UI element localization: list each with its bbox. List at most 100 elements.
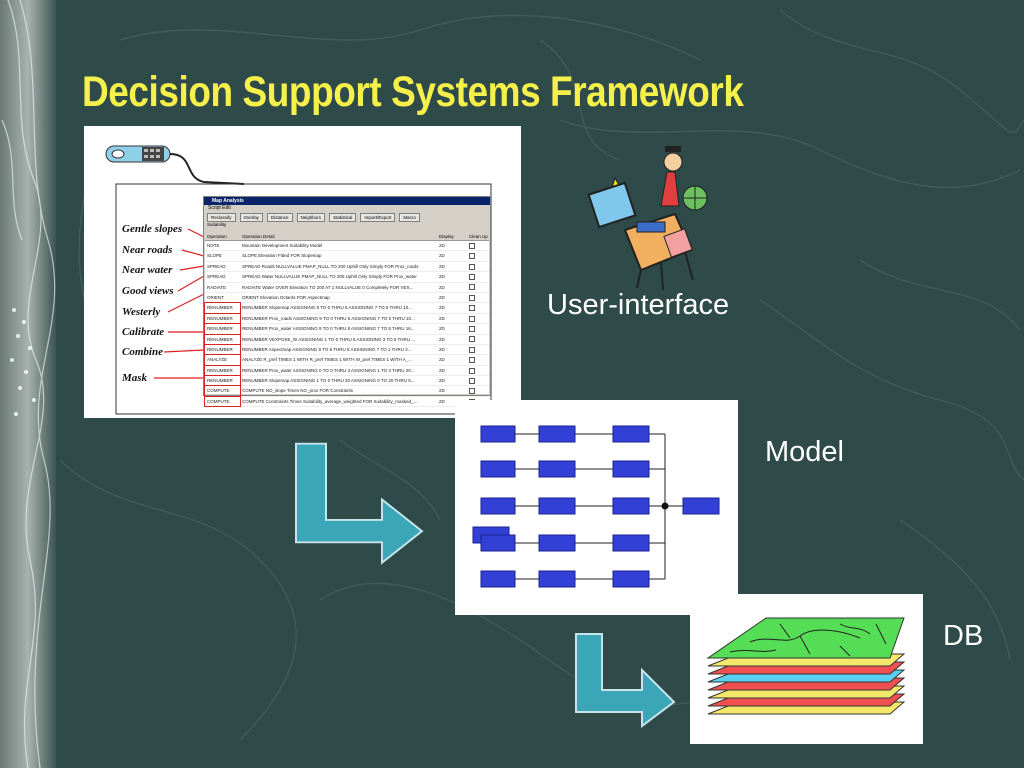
cleanup-checkbox[interactable]: [469, 315, 475, 322]
row-detail: RADIATE Water OVER Elevation TO 200 AT 1…: [242, 284, 414, 290]
label-near-roads: Near roads: [122, 244, 173, 256]
row-operation: RENUMBER: [204, 302, 241, 314]
row-display: 2D: [439, 253, 445, 259]
label-mask: Mask: [122, 372, 148, 384]
tool-reclassify[interactable]: Reclassify: [207, 212, 236, 222]
tool-import-export[interactable]: Import/Export: [360, 212, 396, 222]
window-toolbar: Reclassify Overlay Distance Neighbors St…: [204, 212, 490, 222]
label-user-interface: User-interface: [547, 289, 730, 321]
label-good-views: Good views: [122, 285, 174, 297]
row-display: 2D: [439, 315, 445, 321]
user-interface-screenshot: Gentle slopes Near roads Near water Good…: [84, 126, 521, 418]
tool-distance[interactable]: Distance: [267, 212, 293, 222]
row-display: 2D: [439, 263, 445, 269]
grid-header: Operation Operation Detail Display Clean…: [205, 233, 489, 241]
row-operation: RENUMBER: [204, 343, 241, 356]
row-cleanup: [467, 366, 489, 375]
col-detail: Operation Detail: [242, 234, 275, 239]
cleanup-checkbox[interactable]: [469, 346, 475, 353]
tool-macro[interactable]: Macro: [399, 212, 420, 222]
row-detail: RENUMBER Prox_water ASSIGNING 9 TO 0 THR…: [242, 326, 415, 332]
row-cleanup: [467, 376, 489, 385]
table-row[interactable]: NOTE Mountain Development Suitability Mod…: [205, 241, 489, 252]
row-display: 2D: [439, 336, 445, 342]
col-operation: Operation: [207, 234, 227, 239]
cleanup-checkbox[interactable]: [469, 377, 475, 384]
ui-panel-drawing: [105, 145, 492, 415]
cleanup-checkbox[interactable]: [469, 325, 475, 332]
row-cleanup: [467, 335, 489, 344]
row-operation: SPREAD: [207, 274, 226, 280]
cleanup-checkbox[interactable]: [469, 305, 475, 312]
tool-overlay[interactable]: Overlay: [239, 212, 264, 222]
row-cleanup: [467, 283, 489, 292]
cleanup-checkbox[interactable]: [469, 294, 475, 301]
tool-statistical[interactable]: Statistical: [329, 212, 357, 222]
row-cleanup: [467, 272, 489, 281]
row-cleanup: [467, 386, 489, 395]
window-menu[interactable]: Script Edit: [208, 205, 231, 211]
row-detail: RENUMBER Prox_water ASSIGNING 0 TO 0 THR…: [242, 367, 415, 373]
cleanup-checkbox[interactable]: [469, 253, 475, 260]
row-operation: SPREAD: [207, 263, 226, 269]
row-detail: Mountain Development Suitability Model: [242, 243, 323, 248]
row-display: 2D: [439, 294, 445, 300]
row-detail: SPREAD Water NULLVALUE PMAP_NULL TO 200 …: [242, 274, 417, 280]
row-operation: COMPUTE: [204, 385, 241, 397]
keypad-device-icon: [105, 145, 245, 185]
label-westerly: Westerly: [122, 306, 161, 318]
map-analysis-window: Map Analysis Script Edit Reclassify Over…: [203, 196, 491, 408]
row-cleanup: [467, 303, 489, 312]
label-calibrate: Calibrate: [122, 326, 165, 338]
flow-arrow-2: [575, 633, 676, 728]
row-detail: ANALYZE R_pref TIMES 1 WITH R_pref TIMES…: [242, 357, 412, 363]
row-display: 2D: [439, 346, 445, 352]
row-cleanup: [467, 262, 489, 271]
cleanup-checkbox[interactable]: [469, 357, 475, 364]
cleanup-checkbox[interactable]: [469, 388, 475, 395]
pointer-arrows: [154, 228, 205, 379]
row-cleanup: [467, 355, 489, 364]
cleanup-checkbox[interactable]: [469, 263, 475, 270]
cleanup-checkbox[interactable]: [469, 336, 475, 343]
cleanup-checkbox[interactable]: [469, 273, 475, 280]
row-cleanup: [467, 345, 489, 354]
row-operation: NOTE: [207, 243, 220, 248]
table-row[interactable]: SPREAD SPREAD Water NULLVALUE PMAP_NULL T…: [205, 272, 489, 283]
tool-neighbors[interactable]: Neighbors: [296, 212, 326, 222]
row-display: 2D: [439, 378, 445, 384]
col-cleanup: Clean Up: [469, 234, 488, 239]
row-operation: SLOPE: [207, 253, 223, 259]
row-cleanup: [467, 241, 489, 250]
row-operation: ORIENT: [207, 294, 225, 300]
row-operation: ANALYZE: [204, 354, 241, 366]
row-operation: RENUMBER: [204, 364, 241, 377]
label-near-water: Near water: [122, 264, 173, 276]
row-display: 2D: [439, 305, 445, 311]
grid-rows: NOTE Mountain Development Suitability Mod…: [204, 241, 489, 408]
cleanup-checkbox[interactable]: [469, 284, 475, 291]
row-display: 2D: [439, 398, 445, 404]
row-detail: RENUMBER VEXPOSE_W ASSIGNING 1 TO 0 THRU…: [242, 336, 416, 342]
slide-title: Decision Support Systems Framework: [82, 68, 744, 116]
cleanup-checkbox[interactable]: [469, 242, 475, 249]
row-display: 2D: [439, 326, 445, 332]
window-title: Map Analysis: [204, 197, 490, 205]
row-detail: COMPUTE NO_slope Times NO_prox FOR Const…: [242, 388, 354, 394]
cleanup-checkbox[interactable]: [469, 367, 475, 374]
row-detail: RENUMBER Slopemap ASSIGNING 9 TO 0 THRU …: [242, 305, 413, 311]
